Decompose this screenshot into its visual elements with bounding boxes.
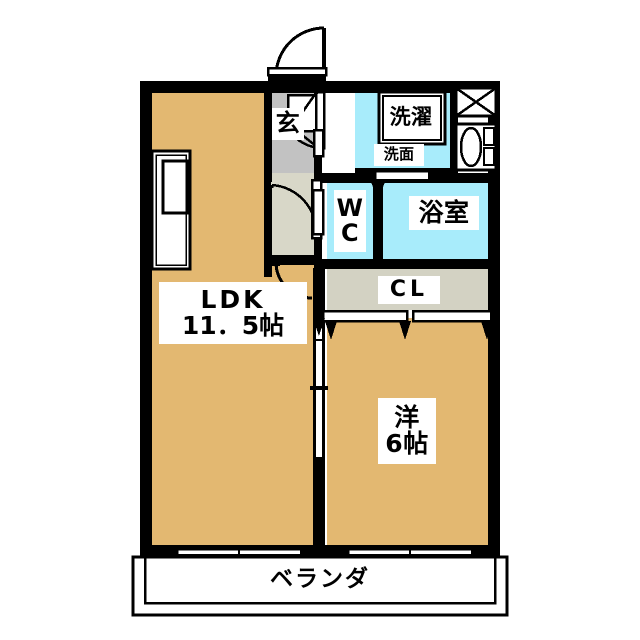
ldk-bedroom-sliding-door [310,318,328,544]
wall-right-outer [488,81,500,557]
toilet-name-line1: W [336,193,364,222]
bath-name: 浴室 [418,197,470,227]
balcony-name: ベランダ [270,565,370,592]
closet-folding-doors [321,309,493,340]
label-ldk: LDK 11．5帖 [159,282,307,344]
bath-folding-door [371,169,431,200]
label-laundry: 洗濯 [385,100,437,134]
label-closet: CL [378,276,440,304]
wall-bath-bottom [314,259,496,269]
label-entrance: 玄 [272,108,304,140]
wall-washroom-right [450,81,458,179]
label-toilet: W C [334,190,366,252]
washing-machine-pan [377,90,447,146]
door-jamb-washroom [312,128,325,158]
entrance-door [266,26,328,77]
entrance-threshold [268,75,326,83]
ldk-name: LDK [200,284,266,314]
washbasin-name: 洗面 [383,145,415,164]
label-western-room: 洋 6帖 [378,398,436,464]
balcony-outline [131,555,509,617]
western-room-name: 洋 [394,402,420,432]
label-bath: 浴室 [409,196,479,230]
label-balcony: ベランダ [253,565,387,593]
closet-name: CL [389,277,429,303]
toilet-name-line2: C [340,219,360,247]
wall-wc-bath [373,173,383,269]
wall-ldk-corridor [264,81,272,277]
label-washbasin: 洗面 [374,144,424,166]
ldk-size: 11．5帖 [181,311,285,340]
wall-left-outer [140,81,152,557]
ldk-side-window [150,149,192,271]
wall-corridor-bottom [264,255,320,265]
meter-box [454,86,498,118]
entrance-name: 玄 [275,109,301,138]
toilet-door [311,188,325,236]
wall-top-outer [140,81,500,93]
laundry-name: 洗濯 [389,104,433,129]
western-room-size: 6帖 [385,429,429,458]
water-heater-unit [454,122,498,172]
